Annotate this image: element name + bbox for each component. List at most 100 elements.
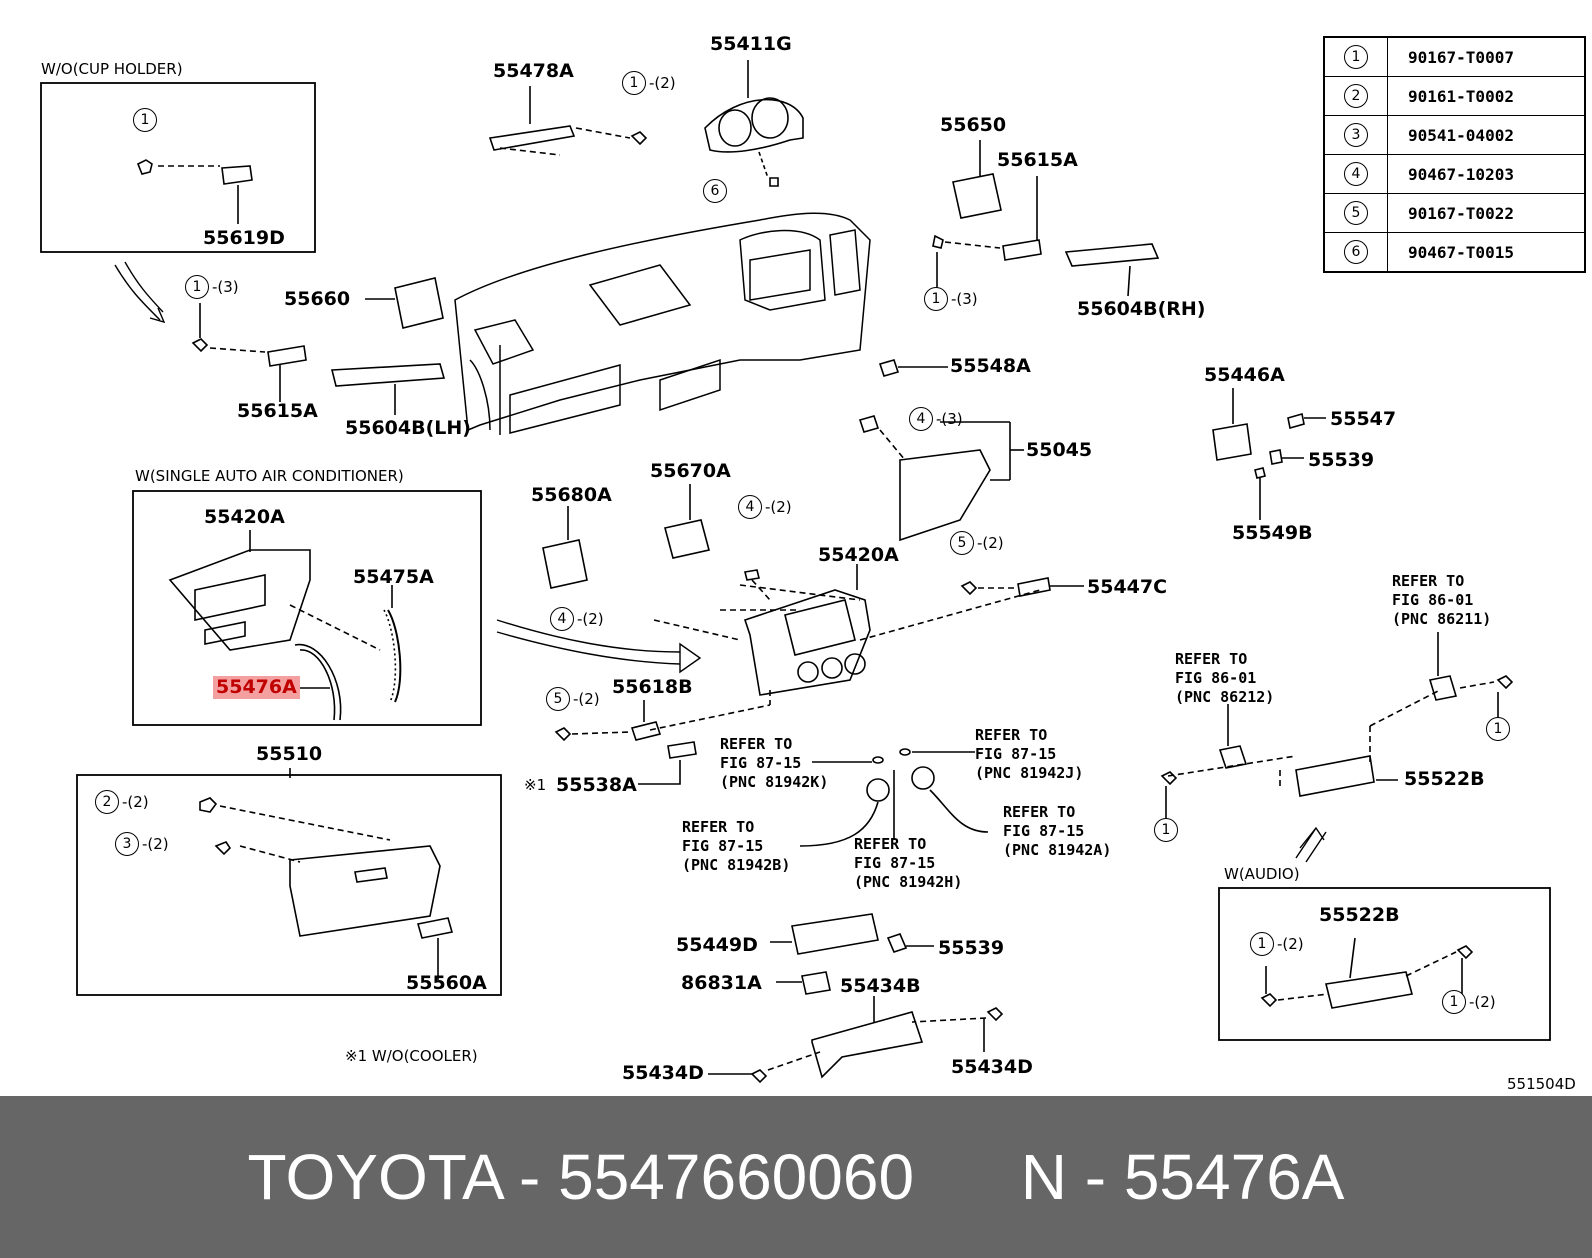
callout-1-audio1: 1 (1250, 932, 1274, 956)
bracket-55615A-l (191, 303, 307, 402)
panel-55045 (858, 415, 1024, 542)
caption-single-ac: W(SINGLE AUTO AIR CONDITIONER) (135, 467, 404, 485)
table-row: 3 90541-04002 (1323, 115, 1586, 155)
label-55434D-left: 55434D (622, 1062, 704, 1084)
label-55618B: 55618B (612, 676, 693, 698)
callout-5-left-qty: -(2) (573, 690, 600, 708)
label-55538A-mark: ※1 (524, 776, 547, 794)
callout-4-mid: 4 (738, 495, 762, 519)
label-55604B-lh: 55604B(LH) (345, 417, 471, 439)
label-55510: 55510 (256, 743, 323, 765)
cover-86831A (801, 971, 831, 995)
vent-55650 (952, 140, 1002, 219)
vent-55660 (365, 277, 444, 329)
table-num: 4 (1344, 162, 1368, 186)
label-55478A: 55478A (493, 60, 574, 82)
label-55522B: 55522B (1404, 768, 1485, 790)
label-55522B-box: 55522B (1319, 904, 1400, 926)
bracket-55447C (1017, 577, 1051, 597)
callout-1-br2: 1 (1486, 717, 1510, 741)
label-55420A-box: 55420A (204, 506, 285, 528)
label-55447C: 55447C (1087, 576, 1168, 598)
caption-audio: W(AUDIO) (1224, 865, 1300, 883)
table-row: 1 90167-T0007 (1323, 36, 1586, 77)
ref-81942A: REFER TO FIG 87-15 (PNC 81942A) (1003, 803, 1112, 859)
label-55476A-highlighted: 55476A (213, 676, 300, 699)
table-row: 4 90467-10203 (1323, 154, 1586, 194)
callout-2-glove-qty: -(2) (122, 793, 149, 811)
glove-box-frame (76, 774, 502, 996)
clip-55538A (667, 741, 697, 759)
bracket-55618B (630, 721, 662, 741)
label-55411G: 55411G (710, 33, 792, 55)
fastener-parts-table: 1 90167-T0007 2 90161-T0002 3 90541-0400… (1323, 36, 1586, 273)
table-part-number: 90541-04002 (1387, 115, 1586, 155)
table-row: 2 90161-T0002 (1323, 76, 1586, 116)
table-num: 2 (1344, 84, 1368, 108)
table-part-number: 90467-T0015 (1387, 232, 1586, 273)
part-number-banner: TOYOTA - 5547660060 N - 55476A (0, 1096, 1592, 1258)
vent-55670A (664, 519, 710, 559)
callout-1-left-qty: -(3) (212, 278, 239, 296)
panel-55604B-lh (330, 363, 446, 387)
callout-1-right: 1 (924, 287, 948, 311)
callout-1-br1: 1 (1154, 818, 1178, 842)
label-55449D: 55449D (676, 934, 758, 956)
callout-2-glove: 2 (95, 790, 119, 814)
ref-86212: REFER TO FIG 86-01 (PNC 86212) (1175, 650, 1275, 706)
banner-text: TOYOTA - 5547660060 N - 55476A (247, 1141, 1345, 1213)
callout-1-right-qty: -(3) (951, 290, 978, 308)
callout-3-glove-qty: -(2) (142, 835, 169, 853)
caption-cooler-note: ※1 W/O(COOLER) (345, 1047, 478, 1065)
vent-55680A (542, 539, 588, 589)
diagram-drawing (40, 60, 1551, 1084)
callout-4-mid-qty: -(2) (765, 498, 792, 516)
instrument-panel (454, 212, 871, 435)
label-55619D: 55619D (203, 227, 285, 249)
label-55650: 55650 (940, 114, 1007, 136)
table-part-number: 90161-T0002 (1387, 76, 1586, 116)
label-55680A: 55680A (531, 484, 612, 506)
clip-55548A (878, 359, 900, 377)
ac-panel-box (168, 530, 402, 721)
label-55604B-rh: 55604B(RH) (1077, 298, 1206, 320)
table-num: 3 (1344, 123, 1368, 147)
callout-1-audio1-qty: -(2) (1277, 935, 1304, 953)
label-55548A: 55548A (950, 355, 1031, 377)
label-55660: 55660 (284, 288, 351, 310)
table-part-number: 90167-T0007 (1387, 36, 1586, 77)
label-55420A: 55420A (818, 544, 899, 566)
table-row: 6 90467-T0015 (1323, 232, 1586, 273)
callout-6-top: 6 (703, 179, 727, 203)
label-55434B: 55434B (840, 975, 921, 997)
audio-frame (1218, 887, 1551, 1041)
panel-55604B-rh (1064, 243, 1160, 267)
clip-55619D (136, 159, 253, 224)
bracket-55615A-r (932, 176, 1042, 288)
ref-81942K: REFER TO FIG 87-15 (PNC 81942K) (720, 735, 829, 791)
callout-3-glove: 3 (115, 832, 139, 856)
table-row: 5 90167-T0022 (1323, 193, 1586, 233)
glove-box-55510 (199, 768, 454, 980)
label-55539-right: 55539 (1308, 449, 1375, 471)
label-55475A: 55475A (353, 566, 434, 588)
table-part-number: 90467-10203 (1387, 154, 1586, 194)
callout-1-left: 1 (185, 275, 209, 299)
switch-55449D (791, 913, 879, 955)
diagram-id: 551504D (1507, 1075, 1576, 1093)
trim-55478A (488, 86, 648, 156)
label-55446A: 55446A (1204, 364, 1285, 386)
callout-1-audio2-qty: -(2) (1469, 993, 1496, 1011)
panel-55420A (649, 564, 1041, 731)
cup-holder-frame (40, 82, 316, 253)
single-ac-frame (132, 490, 482, 726)
caption-cup-holder: W/O(CUP HOLDER) (41, 60, 183, 78)
parts-diagram: W/O(CUP HOLDER) W(SINGLE AUTO AIR CONDIT… (40, 33, 1586, 1093)
panel-55434B (811, 1011, 924, 1079)
switch-55446A (1212, 423, 1252, 461)
ref-81942H: REFER TO FIG 87-15 (PNC 81942H) (854, 835, 963, 891)
callout-5-left: 5 (546, 687, 570, 711)
callout-1-cup: 1 (133, 108, 157, 132)
audio-area (1160, 632, 1514, 863)
knobs (799, 748, 989, 847)
